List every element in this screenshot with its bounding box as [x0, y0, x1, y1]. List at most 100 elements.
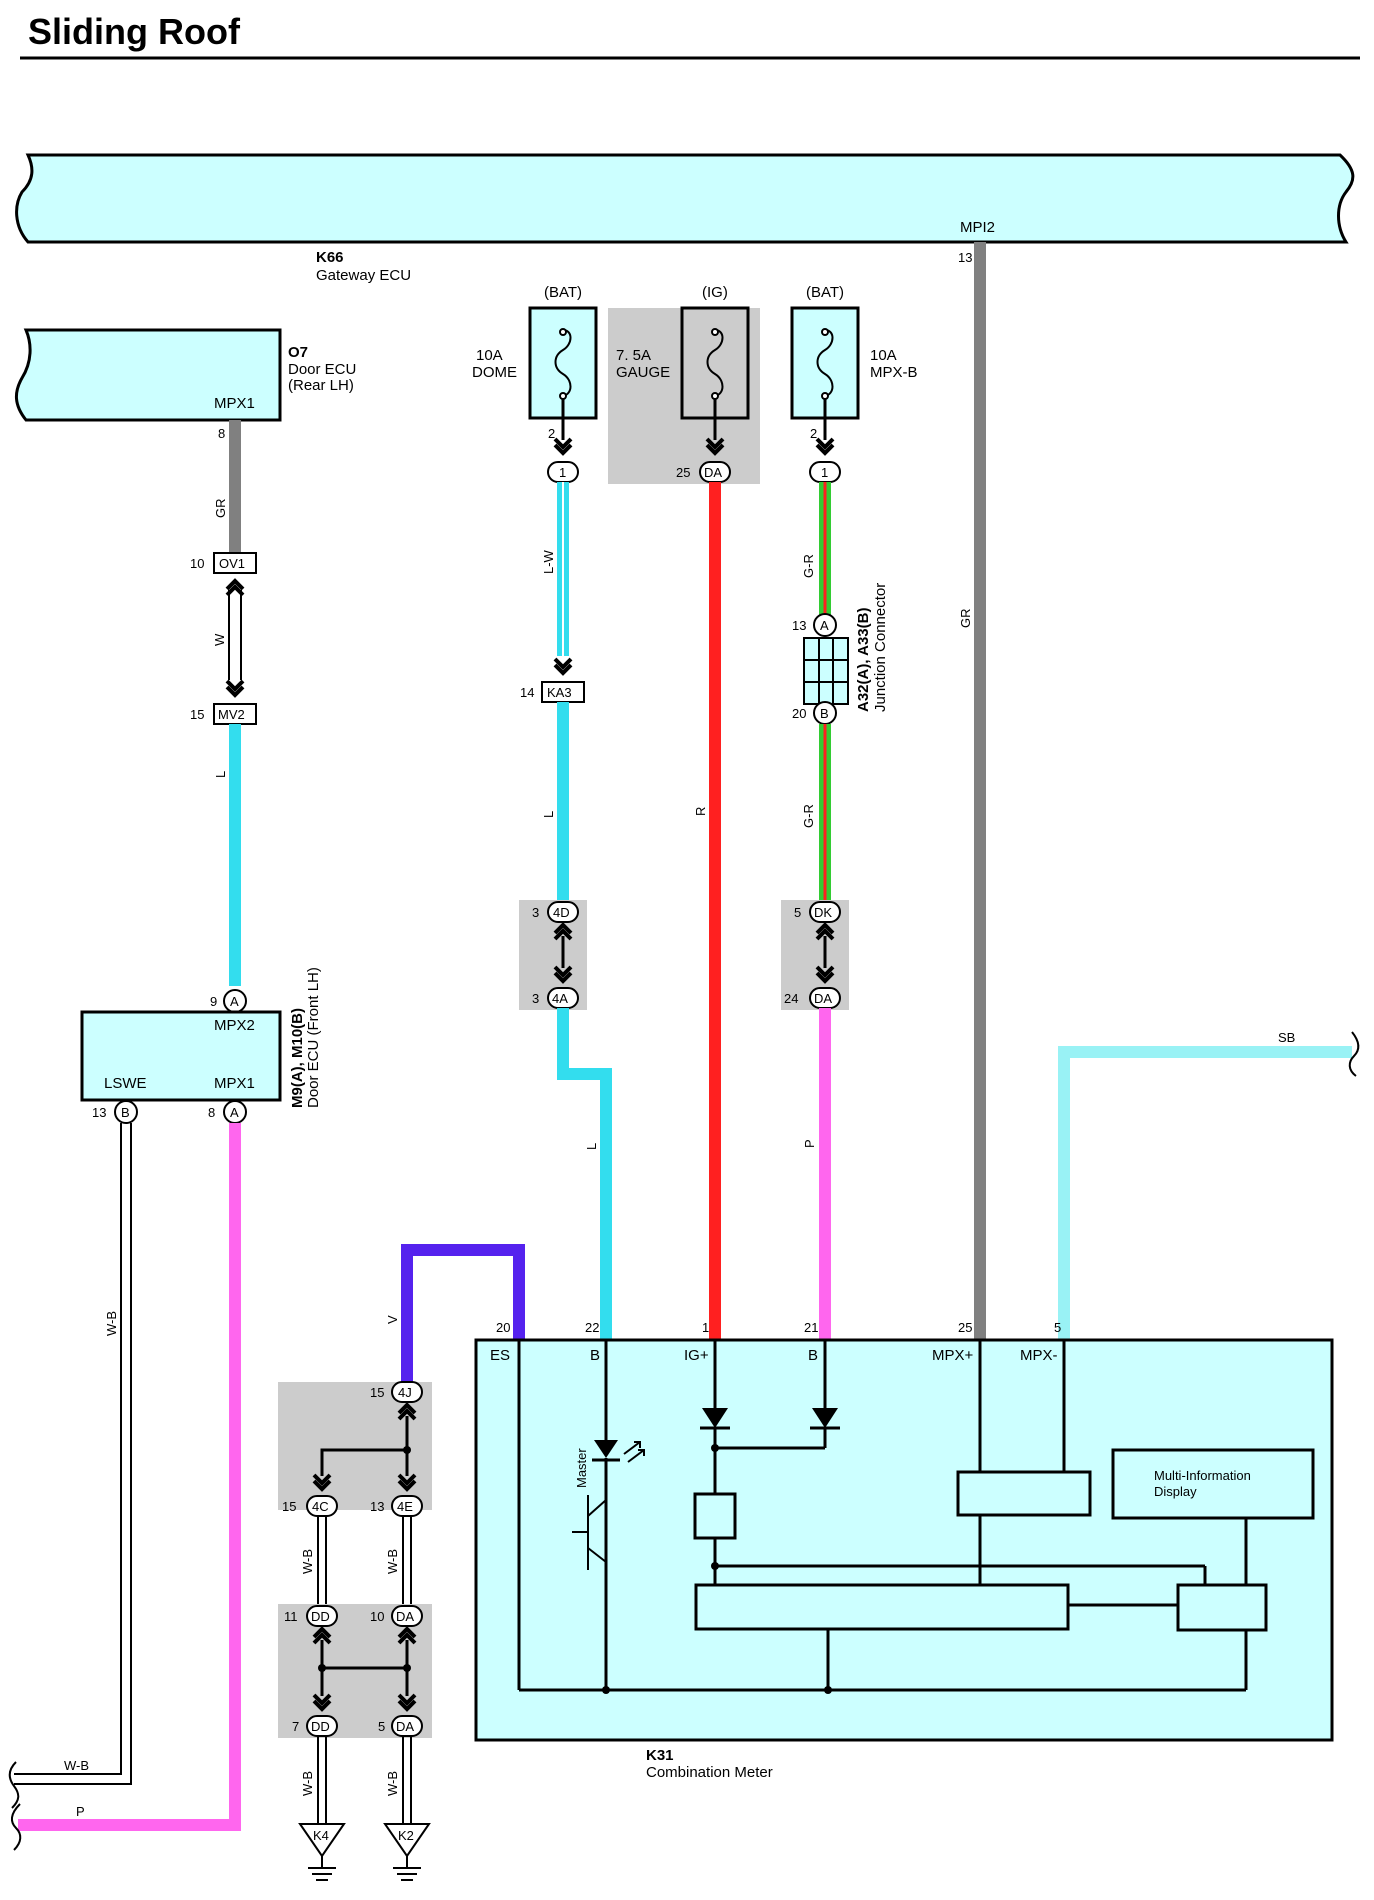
connector-mpxb-code: 1	[821, 465, 828, 480]
fuse-mpxb-pin: 2	[810, 426, 817, 441]
break-wb	[8, 1761, 20, 1809]
wire-sb-label: SB	[1278, 1030, 1295, 1045]
junction-pin-a	[813, 613, 837, 637]
fuse-dome-supply: (BAT)	[544, 284, 582, 301]
svg-text:B: B	[121, 1105, 130, 1120]
gateway-name: Gateway ECU	[316, 267, 411, 284]
connector-da2	[391, 1715, 423, 1737]
wire-lw-label: L-W	[541, 549, 556, 574]
connector-dd2	[306, 1715, 338, 1737]
page-title: Sliding Roof	[28, 11, 241, 52]
wire-l-to-meter	[557, 1008, 612, 1340]
meter-term-mpxp: MPX+	[932, 1347, 974, 1364]
wire-wb-lswe-label: W-B	[104, 1311, 119, 1336]
meter-id: K31	[646, 1747, 674, 1764]
fuse-gauge-element	[706, 329, 724, 397]
connector-mv2-pin: 15	[190, 707, 204, 722]
meter-term-es: ES	[490, 1347, 510, 1364]
wire-wb-label-b: W-B	[385, 1549, 400, 1574]
connector-dd2-pin: 7	[292, 1719, 299, 1734]
meter-term-b2: B	[808, 1347, 818, 1364]
meter-pin-22: 22	[585, 1320, 599, 1335]
master-label: Master	[574, 1448, 589, 1488]
door-front-pin-b13	[114, 1100, 138, 1124]
connector-da1	[391, 1605, 423, 1627]
connector-gauge-code: DA	[704, 465, 722, 480]
wire-wb-lswe-b	[14, 1123, 132, 1785]
connector-dk	[809, 901, 841, 923]
connector-da-code: DA	[814, 991, 832, 1006]
connector-dd1-pin: 11	[284, 1609, 298, 1624]
meter-pin-5: 5	[1054, 1320, 1061, 1335]
meter-name: Combination Meter	[646, 1764, 773, 1781]
connector-ka3-code: KA3	[547, 685, 572, 700]
door-rear-pin: 8	[218, 426, 225, 441]
meter-internal-circuit	[517, 1340, 1248, 1692]
connector-da1-code: DA	[396, 1609, 414, 1624]
connector-4d-code: 4D	[553, 905, 570, 920]
connector-4c	[306, 1495, 338, 1517]
connector-dome-code: 1	[559, 465, 566, 480]
junction-pin-13: 13	[792, 618, 806, 633]
connector-da1-pin: 10	[370, 1609, 384, 1624]
door-rear-mpx1: MPX1	[214, 395, 255, 412]
fuse-mpxb-name: MPX-B	[870, 364, 918, 381]
break-sb	[1348, 1031, 1360, 1077]
fuse-gauge-supply: (IG)	[702, 284, 728, 301]
wire-wb-label-a: W-B	[300, 1549, 315, 1574]
connector-4e-pin: 13	[370, 1499, 384, 1514]
junction-name: Junction Connector	[872, 583, 889, 712]
fuse-mpxb-box	[790, 306, 860, 420]
connector-4j-pin: 15	[370, 1385, 384, 1400]
wire-gr-lower-label: G-R	[801, 804, 816, 828]
gateway-mpi2-label: MPI2	[960, 219, 995, 236]
connector-ka3-pin: 14	[520, 685, 534, 700]
connector-4a-pin: 3	[532, 991, 539, 1006]
gateway-pin-13: 13	[958, 250, 972, 265]
svg-text:A: A	[820, 618, 829, 633]
mid-label-2: Display	[1154, 1484, 1197, 1499]
meter-display-driver	[1176, 1583, 1268, 1632]
wire-p-door-label: P	[76, 1804, 85, 1819]
door-front-mpx1: MPX1	[214, 1075, 255, 1092]
wire-wb-label-d: W-B	[385, 1771, 400, 1796]
fuse-mpxb-supply: (BAT)	[806, 284, 844, 301]
wire-wb-label-c: W-B	[300, 1771, 315, 1796]
connector-dd2-code: DD	[311, 1719, 330, 1734]
connector-4a-code: 4A	[552, 991, 568, 1006]
door-rear-sub: (Rear LH)	[288, 377, 354, 394]
wire-gr-upper-label: G-R	[801, 554, 816, 578]
meter-transistor	[572, 1495, 607, 1572]
connector-4c-code: 4C	[312, 1499, 329, 1514]
multi-information-display	[1111, 1448, 1315, 1520]
ground-k2-label: K2	[398, 1828, 414, 1843]
meter-term-mpxm: MPX-	[1020, 1347, 1058, 1364]
meter-pin-21: 21	[804, 1320, 818, 1335]
connector-dk-pin: 5	[794, 905, 801, 920]
mid-label-1: Multi-Information	[1154, 1468, 1251, 1483]
door-rear-name: Door ECU	[288, 361, 356, 378]
fuse-mpxb-element	[816, 329, 834, 397]
ground-k2	[383, 1823, 431, 1858]
wire-wb-lswe-label2: W-B	[64, 1758, 89, 1773]
meter-comm-ic	[956, 1470, 1092, 1517]
connector-4d	[547, 901, 579, 923]
wire-p-meter-label: P	[802, 1139, 817, 1148]
meter-regulator	[693, 1492, 737, 1540]
connector-4j	[391, 1381, 423, 1403]
wire-sb	[1058, 1046, 1352, 1340]
connector-gauge-pin: 25	[676, 465, 690, 480]
fuse-gauge-amp: 7. 5A	[616, 347, 651, 364]
door-front-pin13: 13	[92, 1105, 106, 1120]
connector-ov1-pin: 10	[190, 556, 204, 571]
connector-ov1	[213, 552, 257, 574]
connector-4e	[391, 1495, 423, 1517]
connector-dd1	[306, 1605, 338, 1627]
master-led	[594, 1440, 618, 1458]
wire-v	[401, 1244, 525, 1388]
door-front-name: Door ECU (Front LH)	[305, 967, 322, 1108]
combination-meter-box	[474, 1338, 1334, 1742]
fuse-dome-element	[554, 329, 572, 397]
door-front-mpx2: MPX2	[214, 1017, 255, 1034]
